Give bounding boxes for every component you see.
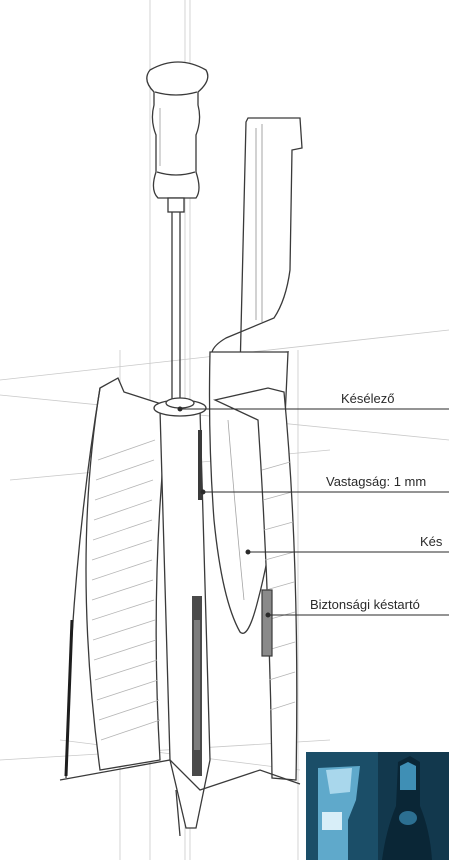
callout-label-sharpener: Késélező [341, 392, 394, 405]
sharpener-handle [147, 62, 208, 400]
panel-edge [66, 620, 72, 776]
callout-label-knife: Kés [420, 535, 442, 548]
detail-thumbnails [306, 752, 449, 860]
safety-holder-clip [262, 590, 272, 656]
callout-label-thickness: Vastagság: 1 mm [326, 475, 426, 488]
callout-label-safety-holder: Biztonsági késtartó [310, 598, 420, 611]
